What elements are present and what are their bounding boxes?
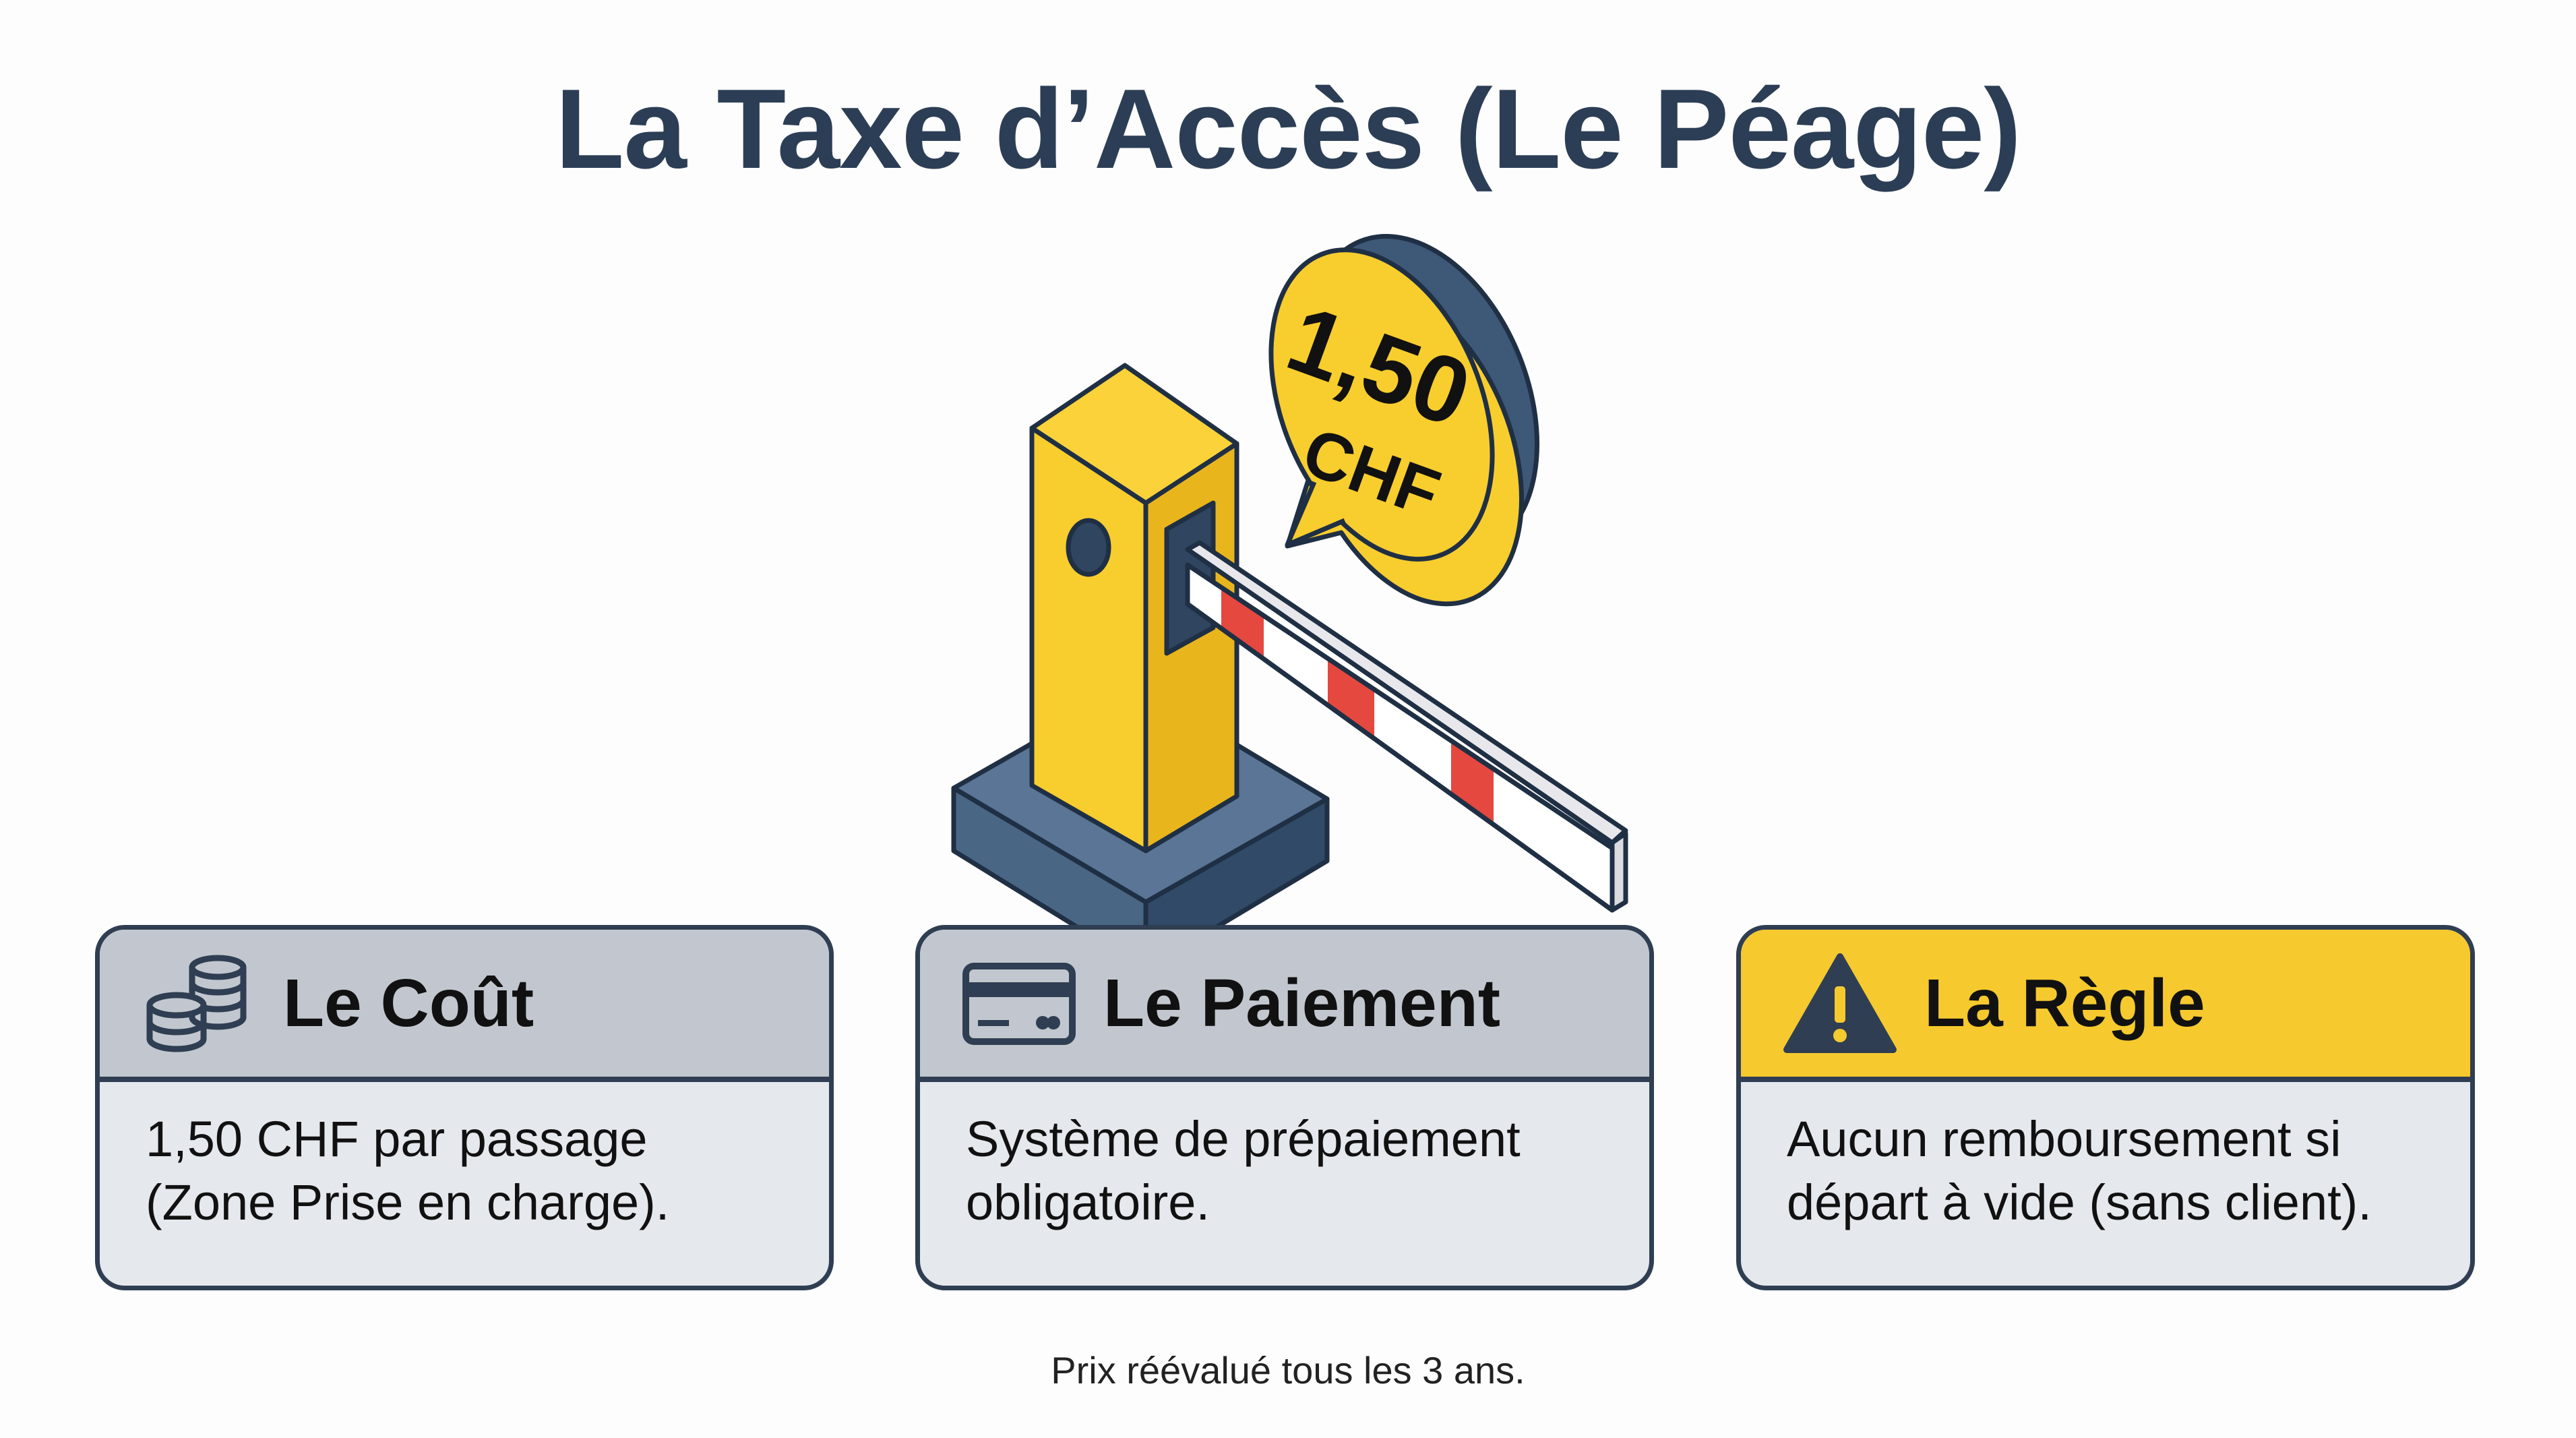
arm-stripe	[1451, 740, 1494, 825]
card-body: 1,50 CHF par passage (Zone Prise en char…	[100, 1082, 829, 1234]
warning-icon	[1783, 953, 1897, 1053]
card-title: La Règle	[1924, 965, 2205, 1041]
card-body: Aucun remboursement si départ à vide (sa…	[1741, 1082, 2470, 1234]
card-rule: La Règle Aucun remboursement si départ à…	[1736, 925, 2475, 1290]
credit-card-icon	[962, 963, 1076, 1045]
card-header: Le Coût	[100, 930, 829, 1082]
card-body-line: obligatoire.	[966, 1174, 1210, 1230]
card-body-line: Système de prépaiement	[966, 1111, 1521, 1167]
card-title: Le Paiement	[1103, 965, 1501, 1041]
card-cost: Le Coût 1,50 CHF par passage (Zone Prise…	[95, 925, 834, 1290]
barrier-post	[1029, 363, 1239, 853]
card-body-line: Aucun remboursement si	[1787, 1111, 2341, 1167]
barrier-arm	[1185, 540, 1628, 913]
arm-stripe	[1328, 659, 1374, 739]
card-header: La Règle	[1741, 930, 2470, 1082]
footer-note: Prix réévalué tous les 3 ans.	[1051, 1349, 1525, 1391]
post-light-icon	[1066, 518, 1111, 577]
arm-stripe	[1221, 588, 1264, 659]
card-body-line: 1,50 CHF par passage	[146, 1111, 648, 1167]
coins-icon	[146, 955, 247, 1052]
card-body-line: départ à vide (sans client).	[1787, 1174, 2372, 1230]
card-payment: Le Paiement Système de prépaiement oblig…	[915, 925, 1654, 1290]
price-bubble	[1268, 234, 1540, 607]
page-title: La Taxe d’Accès (Le Péage)	[555, 65, 2022, 192]
card-header: Le Paiement	[920, 930, 1649, 1082]
card-title: Le Coût	[283, 965, 534, 1041]
card-body: Système de prépaiement obligatoire.	[920, 1082, 1649, 1234]
card-body-line: (Zone Prise en charge).	[146, 1174, 670, 1230]
